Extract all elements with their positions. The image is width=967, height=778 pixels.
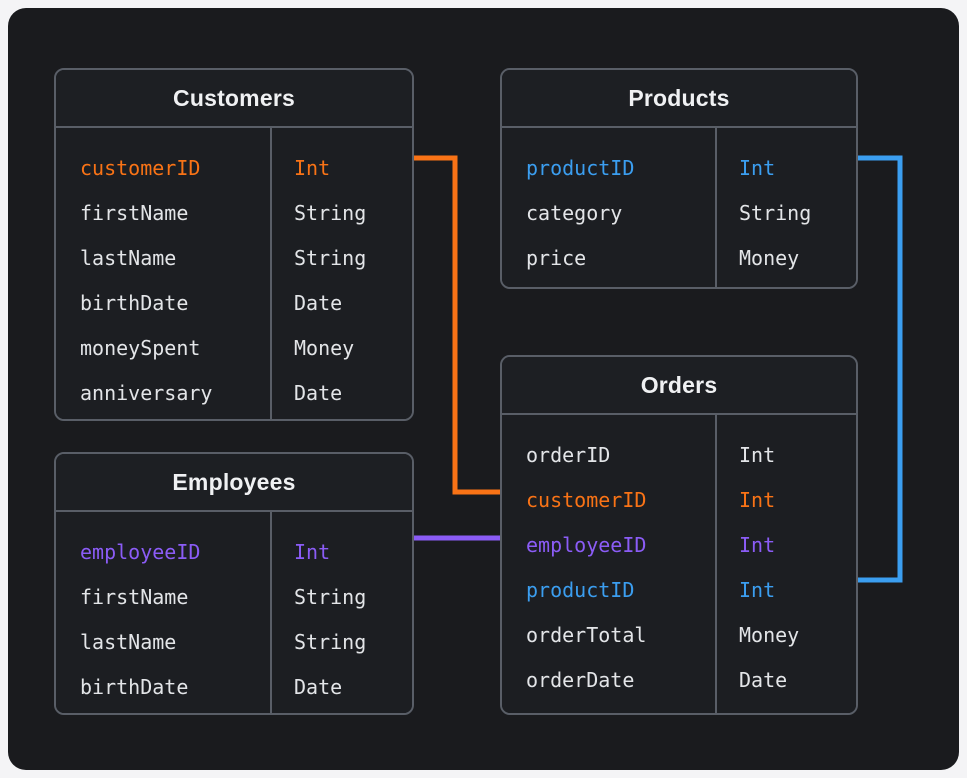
table-title-employees: Employees — [56, 454, 412, 512]
field-type: String — [294, 585, 367, 609]
field-type: Money — [739, 623, 800, 647]
field-name: birthDate — [80, 291, 189, 315]
field-type: Money — [294, 336, 355, 360]
entity-table-orders[interactable]: Orders orderID customerID employeeID produc… — [500, 355, 858, 715]
field-name-column-employees: employeeID firstName lastName birthDate — [56, 512, 272, 713]
field-name: category — [526, 201, 623, 225]
entity-table-customers[interactable]: Customers customerID firstName lastName bir… — [54, 68, 414, 421]
table-title-orders: Orders — [502, 357, 856, 415]
field-name: orderID — [526, 443, 611, 467]
field-type: Int — [739, 443, 776, 467]
field-type: Int — [294, 156, 331, 180]
field-type: Int — [739, 488, 776, 512]
field-name: anniversary — [80, 381, 213, 405]
field-name: employeeID — [80, 540, 201, 564]
field-name: moneySpent — [80, 336, 201, 360]
field-name-column-products: productID category price — [502, 128, 717, 287]
field-name: orderTotal — [526, 623, 647, 647]
table-body-orders: orderID customerID employeeID productID orde… — [502, 415, 856, 713]
table-body-customers: customerID firstName lastName birthDate mone… — [56, 128, 412, 419]
entity-table-employees[interactable]: Employees employeeID firstName lastName bir… — [54, 452, 414, 715]
field-type: String — [294, 246, 367, 270]
field-type: String — [294, 201, 367, 225]
field-name-column-customers: customerID firstName lastName birthDate mone… — [56, 128, 272, 419]
field-name: employeeID — [526, 533, 647, 557]
table-body-employees: employeeID firstName lastName birthDate Int… — [56, 512, 412, 713]
field-name: firstName — [80, 585, 189, 609]
table-title-customers: Customers — [56, 70, 412, 128]
table-title-products: Products — [502, 70, 856, 128]
field-type: Int — [739, 533, 776, 557]
field-name: price — [526, 246, 587, 270]
field-type: Date — [294, 381, 343, 405]
field-type: Int — [739, 578, 776, 602]
field-name: productID — [526, 156, 635, 180]
field-name: orderDate — [526, 668, 635, 692]
field-type: Date — [294, 291, 343, 315]
field-name: customerID — [526, 488, 647, 512]
field-name: lastName — [80, 246, 177, 270]
field-name: customerID — [80, 156, 201, 180]
field-type: String — [294, 630, 367, 654]
field-name: lastName — [80, 630, 177, 654]
field-type: Date — [739, 668, 788, 692]
field-type: Money — [739, 246, 800, 270]
field-type: Int — [739, 156, 776, 180]
field-name-column-orders: orderID customerID employeeID productID orde… — [502, 415, 717, 713]
field-name: productID — [526, 578, 635, 602]
field-type: Int — [294, 540, 331, 564]
field-name: birthDate — [80, 675, 189, 699]
field-name: firstName — [80, 201, 189, 225]
field-type: String — [739, 201, 812, 225]
field-type: Date — [294, 675, 343, 699]
